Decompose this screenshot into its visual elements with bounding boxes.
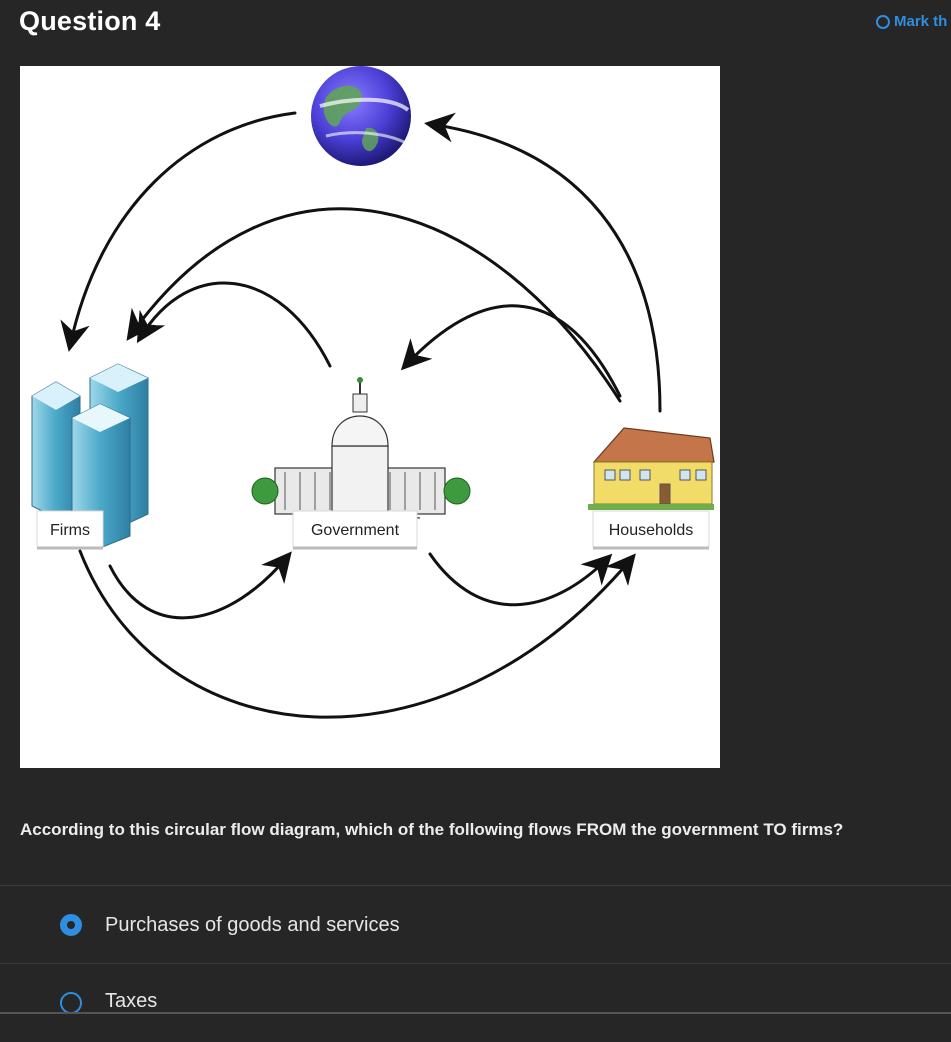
globe-icon xyxy=(311,66,411,166)
question-title: Question 4 xyxy=(19,6,161,36)
radio-unselected-icon[interactable] xyxy=(60,992,82,1014)
house-icon xyxy=(588,427,715,510)
arrow-world-to-firms xyxy=(60,111,297,352)
answer-option-2[interactable]: Taxes xyxy=(0,964,951,1042)
firms-label: Firms xyxy=(50,522,90,539)
arrow-households-to-firms-top xyxy=(126,207,622,403)
question-text: According to this circular flow diagram,… xyxy=(20,820,844,839)
diagram-svg: Firms Government Households xyxy=(31,66,715,719)
arrow-households-to-world xyxy=(424,112,662,413)
divider xyxy=(0,1012,951,1014)
arrow-firms-to-households xyxy=(78,549,636,719)
answer-option-label: Taxes xyxy=(105,990,158,1012)
capitol-building-icon xyxy=(251,377,471,519)
mark-for-review-label: Mark th xyxy=(894,13,948,30)
mark-for-review-button[interactable]: Mark th xyxy=(876,13,947,30)
answer-option-label: Purchases of goods and services xyxy=(105,913,400,936)
arrow-government-to-households xyxy=(428,552,613,607)
divider xyxy=(0,963,951,964)
radio-selected-icon[interactable] xyxy=(60,914,82,936)
households-label: Households xyxy=(609,522,694,539)
office-buildings-icon xyxy=(31,363,149,549)
firms-label-box: Firms xyxy=(36,510,104,550)
government-label-box: Government xyxy=(292,510,418,550)
answer-option-1[interactable]: Purchases of goods and services xyxy=(0,886,951,964)
arrow-government-to-firms xyxy=(136,281,332,368)
arrow-households-to-government xyxy=(400,304,622,398)
circle-icon xyxy=(876,14,890,29)
circular-flow-diagram: Firms Government Households xyxy=(20,66,720,768)
flow-arrows xyxy=(60,111,662,719)
households-label-box: Households xyxy=(592,510,710,550)
divider xyxy=(0,885,951,886)
arrow-firms-to-government xyxy=(108,551,292,620)
government-label: Government xyxy=(311,522,400,539)
